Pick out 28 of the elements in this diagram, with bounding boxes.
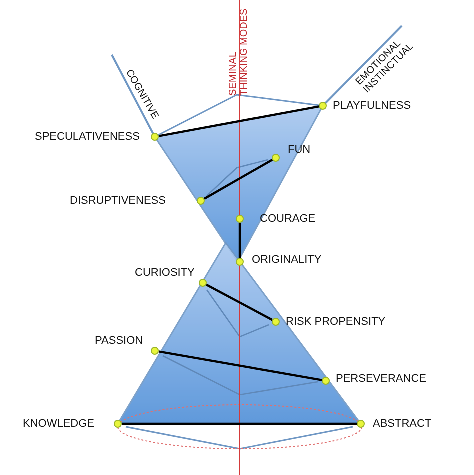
point-marker [236,258,244,266]
point-label: ABSTRACT [373,418,432,430]
point-marker [197,197,205,205]
point-label: ORIGINALITY [252,254,322,266]
connector-line [206,284,273,322]
point-label: PERSEVERANCE [336,373,426,385]
point-label: PLAYFULNESS [333,100,412,112]
point-label: CURIOSITY [135,267,195,279]
point-marker [322,377,330,385]
point-marker [357,420,365,428]
point-marker [319,102,327,110]
point-label: KNOWLEDGE [23,418,95,430]
connector-line [158,350,322,382]
point-marker [114,420,122,428]
connector-line [238,223,242,258]
point-label: FUN [288,144,311,156]
axis-label: SEMINAL THINKING MODES [228,8,250,96]
point-label: RISK PROPENSITY [286,316,386,328]
point-label: SPECULATIVENESS [35,131,140,143]
point-label: COURAGE [260,213,316,225]
point-marker [151,133,159,141]
point-label: DISRUPTIVENESS [70,195,166,207]
point-marker [199,279,207,287]
connector-line [204,159,274,200]
connector-line [122,422,357,426]
point-marker [151,347,159,355]
point-label: PASSION [95,335,144,347]
connector-line [158,106,320,138]
